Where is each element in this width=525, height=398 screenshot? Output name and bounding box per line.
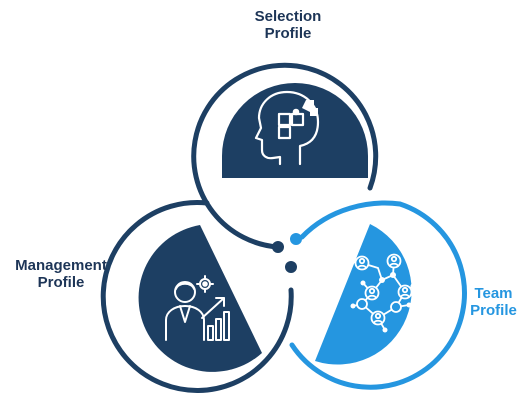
selection-inner-fill [221, 82, 368, 178]
team-outer-ring [289, 200, 467, 390]
management-inner-fill [138, 225, 262, 372]
team-label-line2: Profile [470, 302, 517, 319]
management-profile-label: Management Profile [0, 257, 122, 291]
selection-profile-label: Selection Profile [228, 8, 348, 42]
team-profile-node [289, 200, 467, 390]
management-label-line2: Profile [37, 274, 85, 291]
management-outer-ring [100, 200, 294, 393]
selection-label-line1: Selection [254, 8, 322, 25]
team-inner-fill [315, 224, 412, 365]
head-puzzle-icon [254, 90, 320, 166]
management-connector-dot [285, 261, 297, 273]
selection-profile-node [191, 62, 379, 253]
management-profile-node [100, 200, 297, 393]
team-label-line1: Team [474, 285, 513, 302]
team-profile-label: Team Profile [462, 285, 525, 319]
management-label-line1: Management [15, 257, 107, 274]
selection-connector-dot [272, 241, 284, 253]
team-connector-dot [290, 233, 302, 245]
selection-label-line2: Profile [264, 25, 312, 42]
team-network-icon [349, 253, 416, 333]
manager-growth-chart-icon [165, 275, 230, 341]
selection-outer-ring [191, 62, 379, 250]
